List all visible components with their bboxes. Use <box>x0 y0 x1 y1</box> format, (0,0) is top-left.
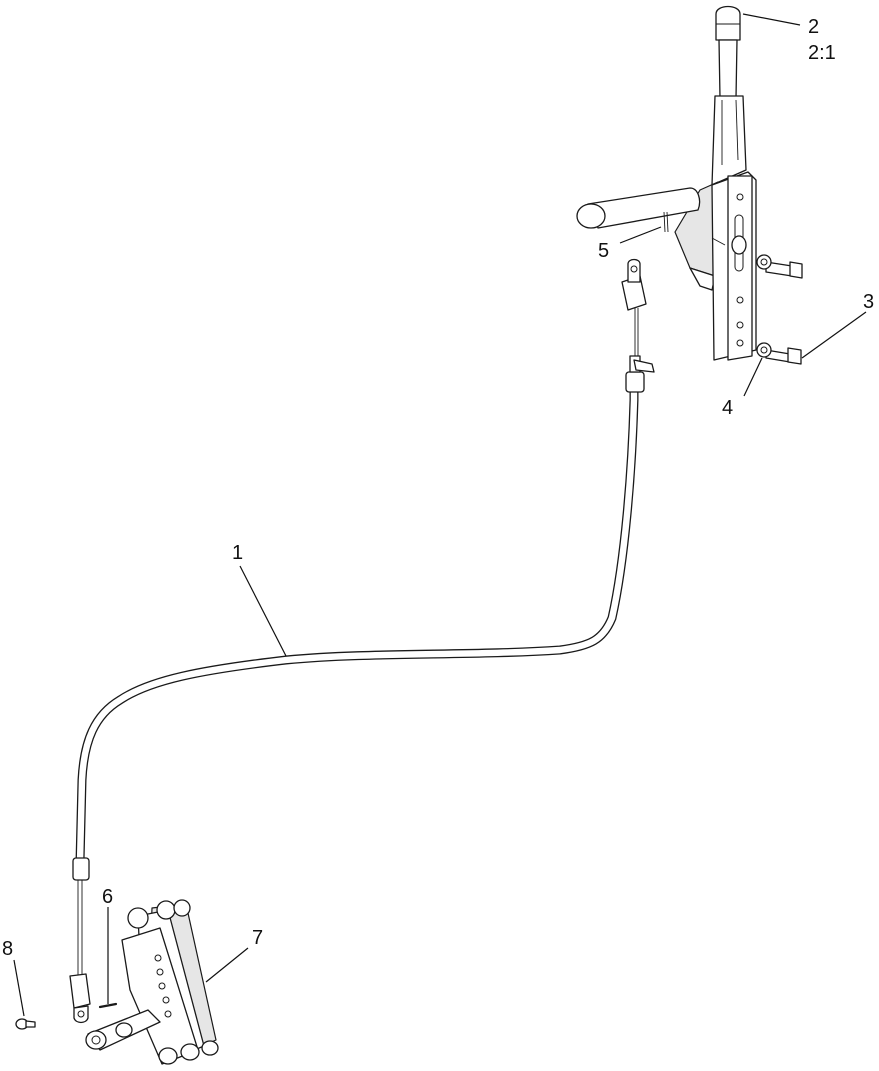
callout-3-label: 3 <box>863 291 874 313</box>
leader-lines <box>13 13 867 1017</box>
leader-7 <box>205 947 249 983</box>
leader-1 <box>239 565 287 657</box>
callout-6-label: 6 <box>102 886 113 908</box>
leader-3 <box>801 311 867 359</box>
pin-part-6 <box>98 1002 118 1009</box>
callout-8-label: 8 <box>2 938 13 960</box>
callout-5-label: 5 <box>598 240 609 262</box>
washers <box>756 254 772 358</box>
fastener-part-8 <box>15 1018 36 1030</box>
leader-4 <box>743 357 763 397</box>
leader-2 <box>742 13 801 26</box>
cotter-pin <box>663 211 669 233</box>
bolts <box>765 261 803 365</box>
callout-labels: 1 2 2:1 3 4 5 6 7 8 <box>2 16 874 960</box>
linkage-assembly <box>85 899 219 1065</box>
leader-8 <box>13 959 25 1017</box>
leader-5 <box>619 226 662 244</box>
callout-4-label: 4 <box>722 397 733 419</box>
callout-7-label: 7 <box>252 927 263 949</box>
shift-lever <box>674 5 757 361</box>
callout-2-scale-label: 2:1 <box>808 42 836 64</box>
callout-2-label: 2 <box>808 16 819 38</box>
lever-grip <box>576 187 701 229</box>
control-cable <box>69 258 655 1024</box>
callout-1-label: 1 <box>232 542 243 564</box>
